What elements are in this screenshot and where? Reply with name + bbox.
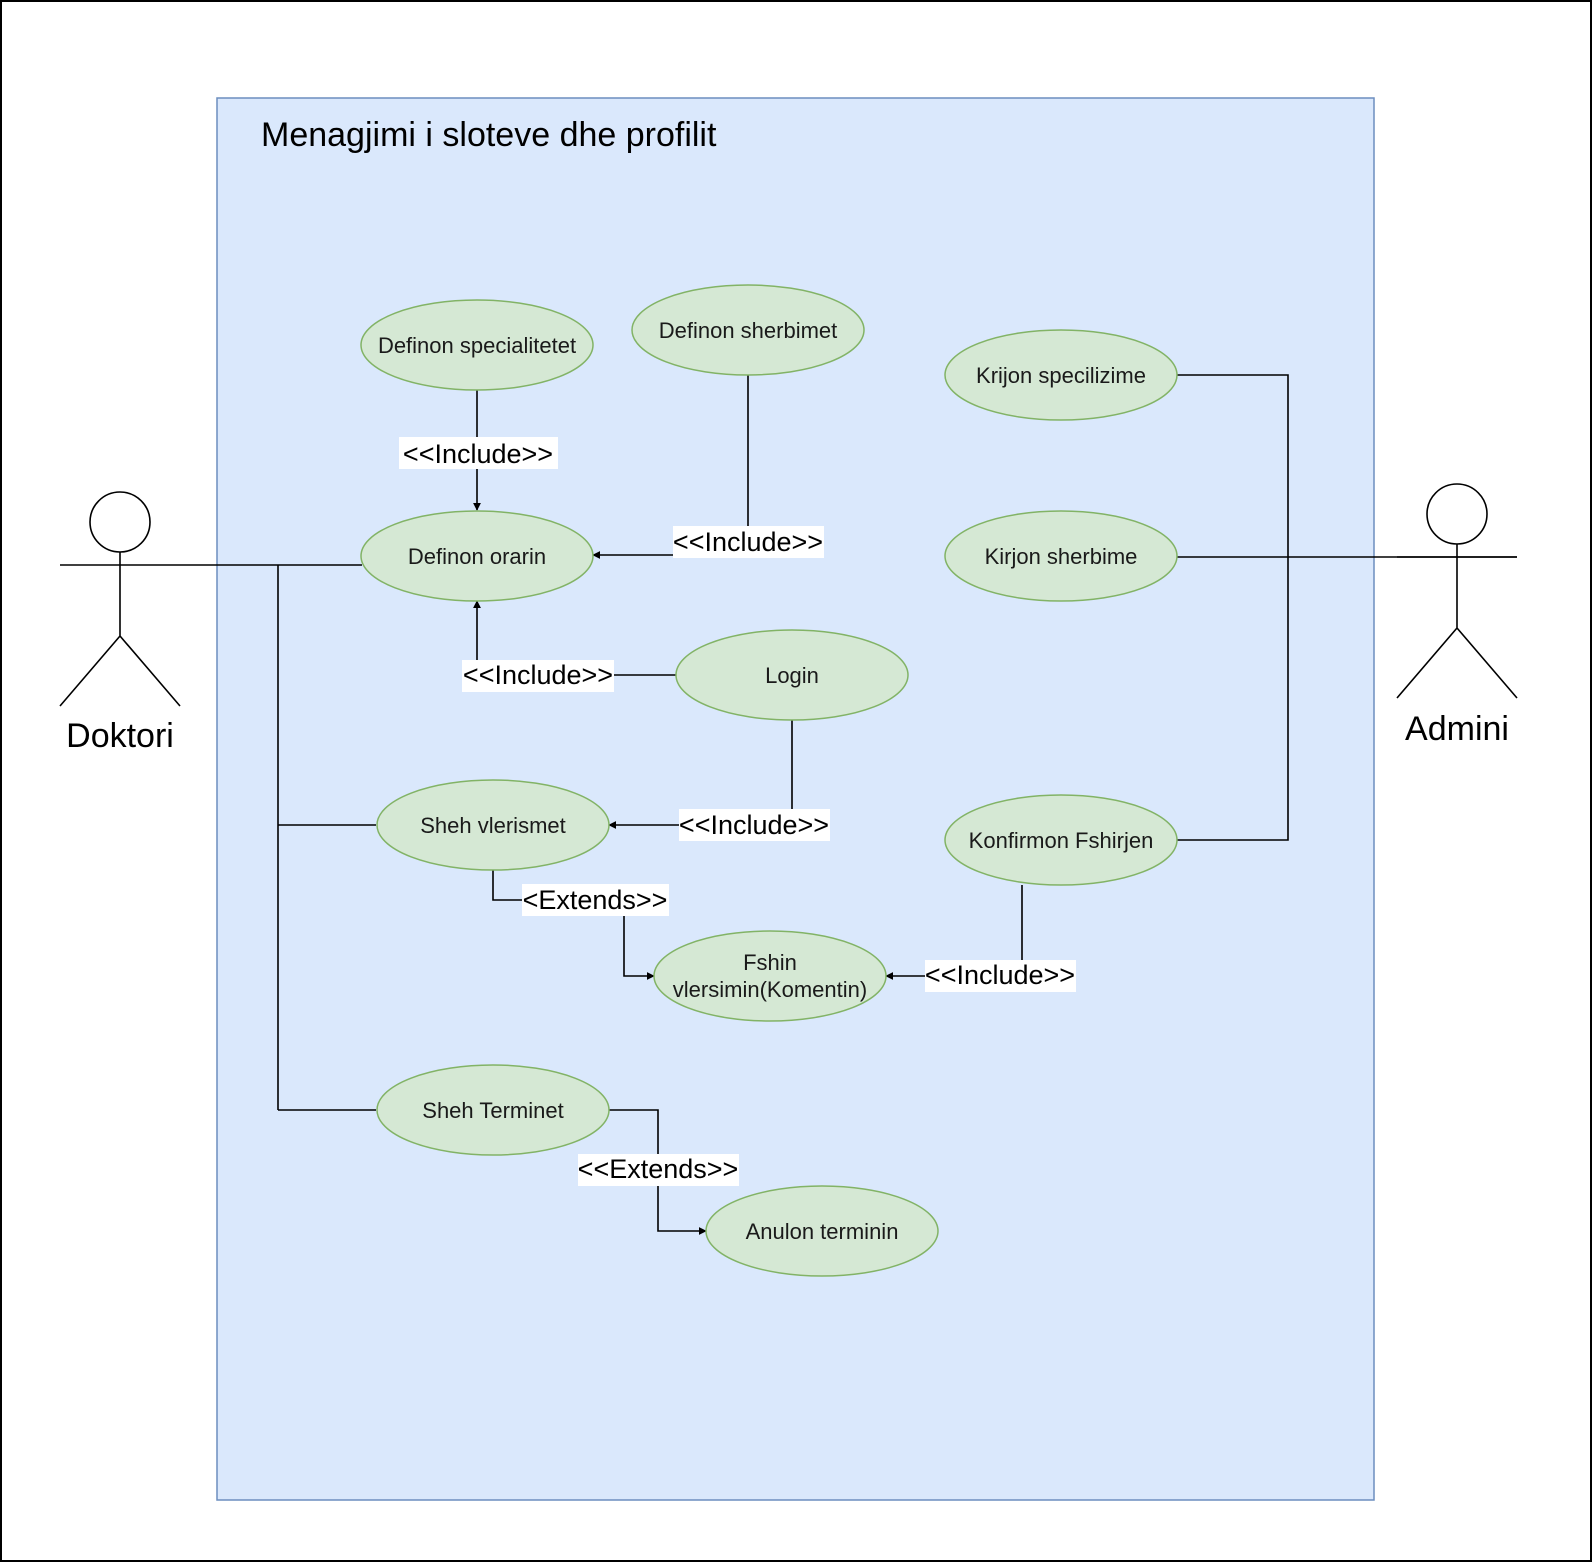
use-case-ellipse [360,510,594,602]
include-specialitetet-label-bg [399,437,558,469]
use-case-label: Sheh vlerismet [420,813,566,838]
use-case-label: Kirjon sherbime [985,544,1138,569]
include-sherbimet-label-bg [673,526,824,558]
use-case-ellipse [675,629,909,721]
use-case-ellipse [360,299,594,391]
use-case-ellipse [944,794,1178,886]
extends-terminet-label-bg [578,1154,739,1186]
use-case-ellipse [705,1185,939,1277]
actor-label: Doktori [66,717,174,755]
use-case-label-line2: vlersimin(Komentin) [673,977,867,1002]
use-case-definon-orarin[interactable]: Definon orarin [360,510,594,602]
use-case-konfirmon-fshirjen[interactable]: Konfirmon Fshirjen [944,794,1178,886]
admini-bracket-line [1177,374,1289,841]
actor-head-icon [89,491,151,553]
use-case-login[interactable]: Login [675,629,909,721]
use-case-ellipse [944,510,1178,602]
use-case-label: Definon sherbimet [659,318,838,343]
use-case-anulon-terminin[interactable]: Anulon terminin [705,1185,939,1277]
use-case-definon-specialitetet[interactable]: Definon specialitetet [360,299,594,391]
use-case-label: Definon specialitetet [378,333,576,358]
include-fshirjen-label-bg [925,960,1076,992]
use-case-label: Krijon specilizime [976,363,1146,388]
actor-doktori[interactable]: Doktori [59,491,181,755]
use-case-label: Konfirmon Fshirjen [969,828,1154,853]
include-specialitetet-label: <<Include>> [403,439,553,469]
use-case-krijon-specilizime[interactable]: Krijon specilizime [944,329,1178,421]
use-case-ellipse [376,1064,610,1156]
system-title: Menagjimi i sloteve dhe profilit [261,116,717,154]
include-login-label: <<Include>> [463,660,613,690]
use-case-kirjon-sherbime[interactable]: Kirjon sherbime [944,510,1178,602]
use-case-label: Anulon terminin [746,1219,899,1244]
use-case-ellipse [376,779,610,871]
actor-admini[interactable]: Admini [1396,483,1518,748]
include-login-label-bg [462,660,614,692]
use-case-definon-sherbimet[interactable]: Definon sherbimet [631,284,865,376]
actor-head-icon [1426,483,1488,545]
stick-figure-icon [59,552,181,707]
extends-vlerismet-label-bg [522,884,669,916]
use-case-ellipse [944,329,1178,421]
include-vlerismet-label-bg [679,809,830,841]
use-case-label: Definon orarin [408,544,546,569]
extends-terminet-label: <<Extends>> [578,1154,739,1184]
use-case-ellipse [653,930,887,1022]
use-case-sheh-terminet[interactable]: Sheh Terminet [376,1064,610,1156]
extends-vlerismet-label: <Extends>> [523,885,668,915]
stick-figure-icon [1396,544,1518,699]
use-case-label: Sheh Terminet [422,1098,563,1123]
use-case-fshin-vlersimin[interactable]: Fshin vlersimin(Komentin) [653,930,887,1022]
include-vlerismet-label: <<Include>> [679,810,829,840]
use-case-ellipse [631,284,865,376]
actor-label: Admini [1405,710,1509,748]
use-case-label: Login [765,663,819,688]
use-case-label-line1: Fshin [743,950,797,975]
include-fshirjen-label: <<Include>> [925,960,1075,990]
use-case-sheh-vlerismet[interactable]: Sheh vlerismet [376,779,610,871]
include-sherbimet-label: <<Include>> [673,527,823,557]
